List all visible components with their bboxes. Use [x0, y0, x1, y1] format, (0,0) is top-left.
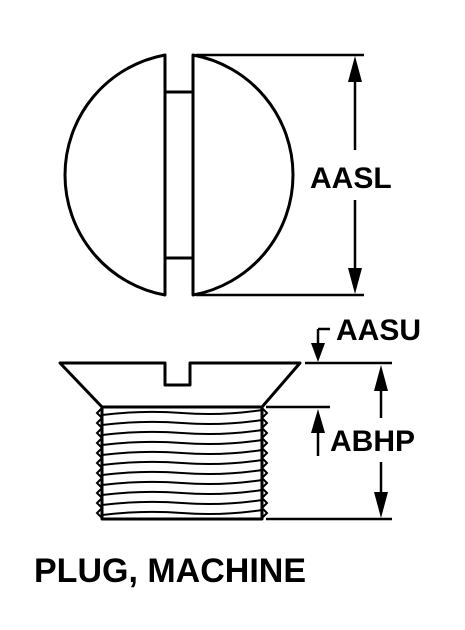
overall-arrow-up	[374, 365, 388, 391]
thread-line	[101, 429, 263, 436]
thread-edge-left	[95, 427, 103, 439]
thread-edge-right	[261, 437, 269, 449]
thread-line	[101, 479, 263, 486]
thread-edge-left	[95, 507, 103, 519]
thread-edge-right	[261, 447, 269, 459]
label-aasl: AASL	[310, 162, 392, 195]
thread-edge-left	[95, 417, 103, 429]
diagram-caption: PLUG, MACHINE	[34, 552, 306, 590]
thread-line	[101, 409, 263, 416]
dimension-abhp	[266, 405, 330, 456]
thread-edge-right	[261, 507, 269, 519]
overall-arrow-down	[374, 492, 388, 518]
thread-lines	[95, 407, 269, 519]
head-left-half	[63, 53, 167, 297]
thread-edge-right	[261, 477, 269, 489]
label-aasu: AASU	[336, 314, 421, 347]
thread-edge-left	[95, 497, 103, 509]
thread-edge-right	[261, 457, 269, 469]
thread-edge-right	[261, 417, 269, 429]
thread-edge-left	[95, 437, 103, 449]
thread-edge-left	[95, 447, 103, 459]
thread-edge-right	[261, 487, 269, 499]
thread-line	[101, 459, 263, 466]
thread-edge-left	[95, 477, 103, 489]
thread-edge-left	[95, 407, 103, 419]
aasl-arrow-down	[348, 268, 362, 294]
abhp-arrow-up	[311, 409, 325, 433]
thread-edge-right	[261, 497, 269, 509]
dimension-aasl	[196, 53, 364, 297]
dimension-aasu	[305, 327, 392, 365]
thread-edge-left	[95, 467, 103, 479]
thread-edge-right	[261, 427, 269, 439]
countersunk-head	[58, 361, 302, 409]
thread-line	[101, 449, 263, 456]
thread-line	[101, 499, 263, 506]
thread-edge-right	[261, 407, 269, 419]
thread-edge-left	[95, 457, 103, 469]
aasu-arrow-down	[311, 343, 325, 362]
thread-line	[101, 489, 263, 496]
head-top-view	[63, 53, 295, 297]
thread-line	[101, 439, 263, 446]
head-right-half	[191, 53, 295, 297]
thread-line	[101, 509, 263, 516]
aasl-arrow-up	[348, 56, 362, 82]
thread-line	[101, 419, 263, 426]
label-abhp: ABHP	[330, 425, 415, 458]
thread-edge-left	[95, 487, 103, 499]
thread-line	[101, 469, 263, 476]
thread-edge-right	[261, 467, 269, 479]
dimension-overall	[266, 365, 392, 521]
